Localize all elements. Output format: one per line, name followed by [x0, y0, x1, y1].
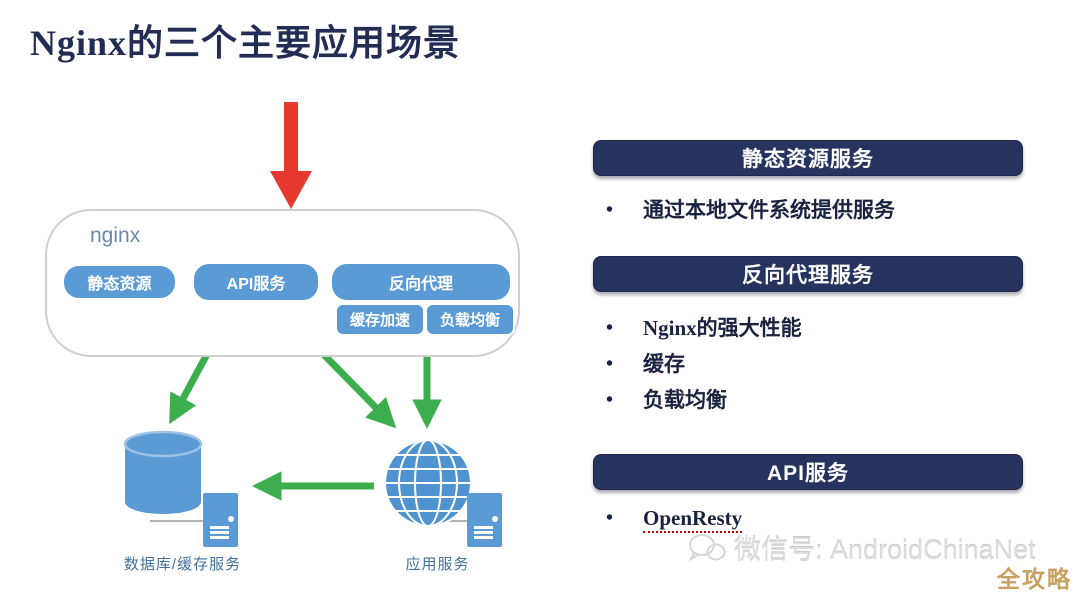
button-static-resources: 静态资源 [64, 266, 175, 298]
database-server-icon [203, 493, 238, 547]
button-load-balancing: 负载均衡 [425, 303, 515, 336]
database-cache-service-label: 数据库/缓存服务 [123, 556, 242, 573]
page-title: Nginx的三个主要应用场景 [30, 23, 461, 63]
app-service-label: 应用服务 [405, 556, 470, 573]
watermark: 微信号: AndroidChinaNet [688, 528, 1036, 567]
section-header-static-resource-service: 静态资源服务 [593, 140, 1023, 176]
bullet-item: Nginx的强大性能 [593, 310, 1033, 346]
server-led-icon [492, 516, 498, 522]
watermark-text: 微信号: AndroidChinaNet [734, 535, 1036, 565]
section-header-reverse-proxy-service: 反向代理服务 [593, 256, 1023, 292]
static-resource-bullet-list: 通过本地文件系统提供服务 [593, 193, 1033, 227]
bullet-item: 缓存 [593, 346, 1033, 382]
server-led-icon [228, 516, 234, 522]
brand-logo-text: 全攻略 [997, 566, 1072, 592]
button-cache-acceleration: 缓存加速 [335, 303, 425, 336]
database-icon [123, 430, 203, 514]
button-api-service: API服务 [194, 264, 318, 300]
nginx-label: nginx [90, 224, 141, 247]
button-reverse-proxy: 反向代理 [332, 264, 510, 300]
bullet-item: OpenResty [593, 503, 1033, 533]
section-header-api-service: API服务 [593, 454, 1023, 490]
wechat-icon [688, 533, 726, 562]
bullet-item: 通过本地文件系统提供服务 [593, 193, 1033, 227]
openresty-link-text: OpenResty [643, 506, 743, 533]
red-down-arrow-icon [270, 102, 312, 209]
api-service-bullet-list: OpenResty [593, 503, 1033, 533]
reverse-proxy-bullet-list: Nginx的强大性能 缓存 负载均衡 [593, 310, 1033, 418]
app-server-icon [467, 493, 502, 547]
globe-icon [384, 439, 472, 527]
bullet-item: 负载均衡 [593, 382, 1033, 418]
